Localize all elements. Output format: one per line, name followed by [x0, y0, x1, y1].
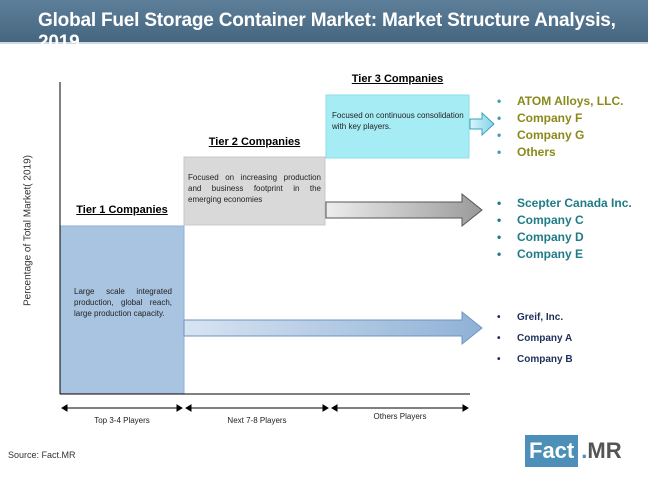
logo-part2: MR [587, 438, 622, 463]
title-bar: Global Fuel Storage Container Market: Ma… [0, 0, 648, 53]
tier3-description: Focused on continuous consolidation with… [332, 111, 464, 131]
page-title: Global Fuel Storage Container Market: Ma… [38, 10, 616, 53]
tier2-heading: Tier 2 Companies [208, 136, 301, 148]
logo-part1: Fact [525, 435, 579, 467]
list-item: Company F [497, 110, 623, 127]
tier2-x-label: Next 7-8 Players [227, 416, 287, 425]
list-item: Company D [497, 229, 632, 246]
tier1-box [59, 225, 185, 395]
tier1-x-label: Top 3-4 Players [94, 416, 150, 425]
source-note: Source: Fact.MR [8, 450, 76, 460]
tier2-description: Focused on increasing production and bus… [188, 173, 321, 204]
tier3-company-list: ATOM Alloys, LLC. Company F Company G Ot… [497, 93, 623, 161]
list-item: Company G [497, 127, 623, 144]
logo-part2-wrap: .MR [578, 435, 621, 467]
tier3-x-label: Others Players [373, 412, 427, 421]
list-item: ATOM Alloys, LLC. [497, 93, 623, 110]
factmr-logo: Fact .MR [525, 435, 622, 467]
list-item: Company C [497, 212, 632, 229]
tier3-box [325, 94, 470, 159]
list-item: Others [497, 144, 623, 161]
list-item: Company A [497, 328, 573, 349]
list-item: Scepter Canada Inc. [497, 195, 632, 212]
list-item: Company E [497, 246, 632, 263]
tier1-description: Large scale integrated production, globa… [74, 287, 172, 318]
x-range-brackets [61, 404, 469, 412]
tier1-heading: Tier 1 Companies [76, 204, 168, 216]
tier1-arrow [183, 310, 483, 346]
tier2-arrow [325, 192, 483, 228]
tier2-company-list: Scepter Canada Inc. Company C Company D … [497, 195, 632, 263]
list-item: Greif, Inc. [497, 307, 573, 328]
tier3-heading: Tier 3 Companies [351, 73, 444, 85]
tier3-arrow [469, 111, 495, 137]
logo-separator: . [581, 438, 588, 463]
tier2-box [183, 156, 326, 226]
list-item: Company B [497, 349, 573, 370]
tier1-company-list: Greif, Inc. Company A Company B [497, 307, 573, 370]
